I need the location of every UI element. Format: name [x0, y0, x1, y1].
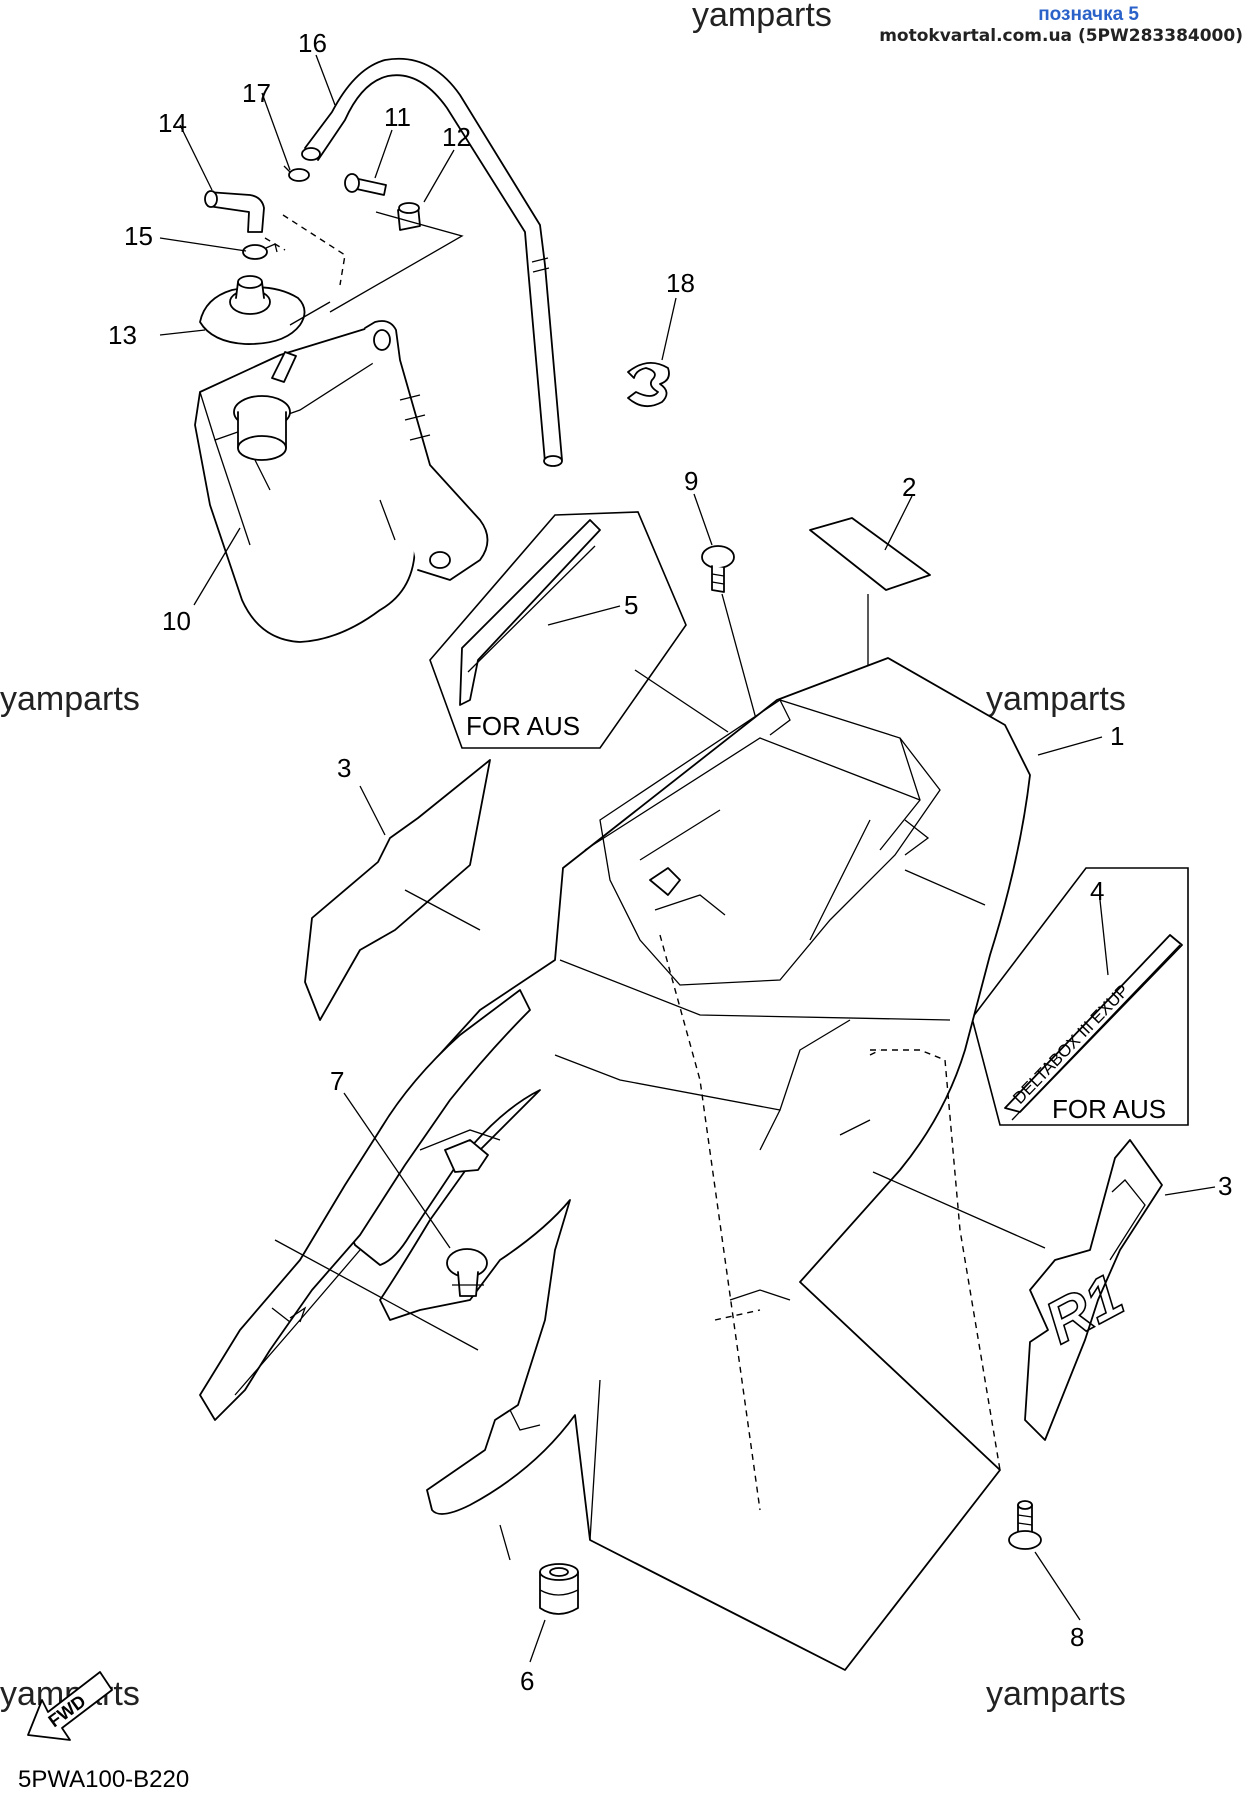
side-decal-3-right: R1 [1024, 1139, 1163, 1441]
watermark: yamparts [986, 680, 1126, 718]
callout-15: 15 [124, 221, 153, 251]
reservoir-cap-13 [199, 275, 306, 345]
callout-11: 11 [384, 102, 411, 132]
callout-7: 7 [330, 1066, 344, 1096]
callout-2: 2 [902, 472, 916, 502]
side-decal-3-left [304, 759, 491, 1021]
breather-hose-16 [301, 57, 563, 467]
callout-3-left: 3 [337, 753, 351, 783]
for-aus-label-left: FOR AUS [466, 711, 580, 741]
callout-10: 10 [162, 606, 191, 636]
callout-12: 12 [442, 122, 471, 152]
collar-12 [397, 202, 421, 231]
callout-9: 9 [684, 466, 698, 496]
screw-8 [1008, 1500, 1042, 1550]
callout-14: 14 [158, 108, 187, 138]
inset-for-aus-right: DELTABOX III EXUP FOR AUS [971, 867, 1189, 1126]
inset-for-aus-left: FOR AUS [429, 511, 687, 749]
tail-cowling-left-strip [199, 989, 531, 1421]
elbow-pipe-14 [204, 190, 265, 233]
screw-9 [701, 545, 766, 753]
diagram-code: 5PWA100-B220 [18, 1766, 189, 1793]
source-reference: motokvartal.com.ua (5PW283384000) [879, 26, 1243, 46]
callout-13: 13 [108, 320, 137, 350]
watermark: yamparts [692, 0, 832, 34]
callout-leaders [159, 54, 1216, 1663]
clip-18 [627, 362, 670, 408]
watermark: yamparts [0, 680, 140, 718]
damper-6 [539, 1563, 579, 1615]
watermark: yamparts [986, 1675, 1126, 1713]
page-label: позначка 5 [1038, 4, 1139, 25]
callout-5: 5 [624, 590, 638, 620]
callout-1: 1 [1110, 721, 1124, 751]
callout-18: 18 [666, 268, 695, 298]
tail-cowling-1 [284, 657, 1031, 1671]
clamp-15 [242, 243, 278, 260]
callout-6: 6 [520, 1666, 534, 1696]
callout-17: 17 [242, 78, 271, 108]
coolant-tank-10 [194, 320, 489, 643]
for-aus-label-right: FOR AUS [1052, 1094, 1166, 1124]
hose-clip-17 [283, 165, 310, 182]
callout-3-right: 3 [1218, 1171, 1232, 1201]
rivet-7 [446, 1248, 488, 1297]
callout-16: 16 [298, 28, 327, 58]
bolt-11 [344, 173, 387, 196]
callout-8: 8 [1070, 1622, 1084, 1652]
callout-4: 4 [1090, 876, 1104, 906]
